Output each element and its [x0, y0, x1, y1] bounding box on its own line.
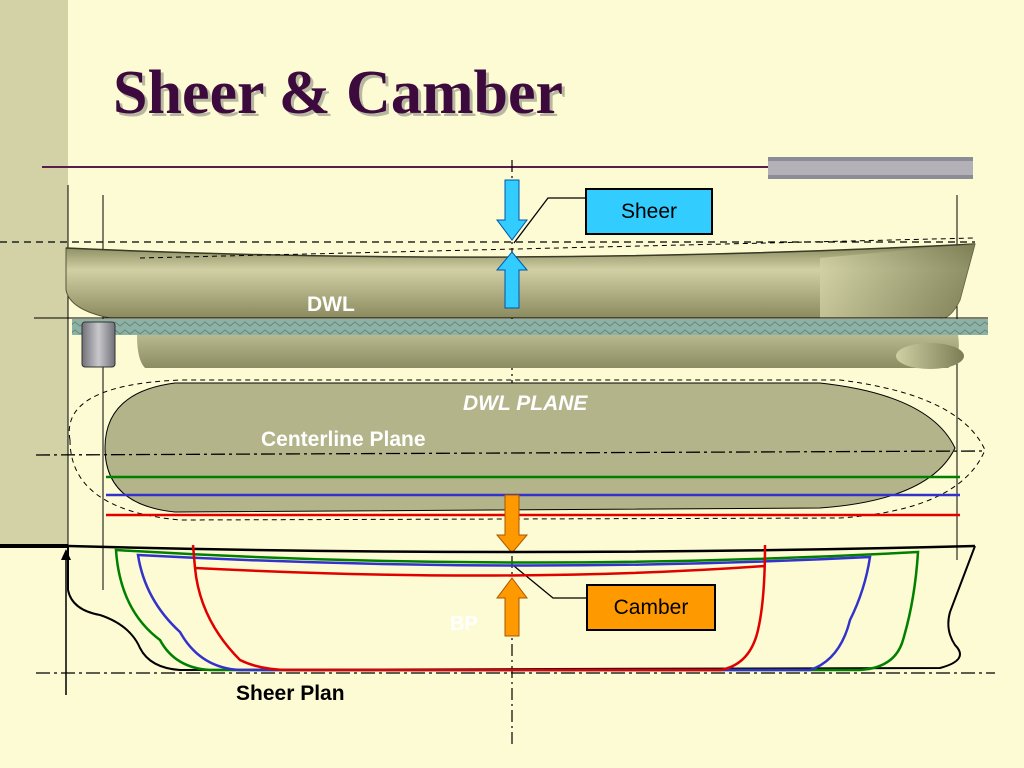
deck-camber-curve: [67, 544, 976, 554]
dwl-plane-outline-dashed: [68, 379, 986, 521]
underwater-hull: [137, 335, 959, 368]
section-line-green: [114, 548, 920, 672]
baseline-arrowhead: [61, 549, 71, 560]
dwl-plane: [104, 382, 956, 513]
sheer-plan-label: Sheer Plan: [236, 682, 345, 705]
camber-leader-line: [513, 565, 586, 599]
section-line-red: [191, 544, 767, 672]
camber-arrow-up: [496, 577, 528, 637]
title-accent-bar: [768, 157, 973, 179]
centerline-plane-line: [35, 450, 986, 456]
dwl-plane-label: DWL PLANE: [463, 392, 588, 415]
bulbous-bow: [896, 343, 964, 369]
left-sidebar-band: [0, 0, 68, 548]
water-band: [72, 319, 988, 335]
camber-arrow-down: [495, 494, 529, 554]
camber-callout: Camber: [586, 584, 716, 631]
rudder: [81, 321, 116, 368]
centerline-dashed-line: [139, 237, 976, 259]
dwl-label: DWL: [307, 293, 355, 316]
slide-title: Sheer & Camber: [113, 59, 563, 127]
centerline-plane-label: Centerline Plane: [261, 428, 426, 451]
sheer-arrow-up: [495, 251, 529, 309]
sheer-arrow-down: [496, 179, 528, 241]
section-line-blue: [136, 553, 872, 672]
sheer-callout: Sheer: [585, 188, 713, 235]
title-rule: [42, 166, 972, 168]
bp-label: BP: [450, 613, 478, 635]
sheer-leader-line: [513, 197, 585, 244]
stern-shading: [820, 244, 975, 319]
